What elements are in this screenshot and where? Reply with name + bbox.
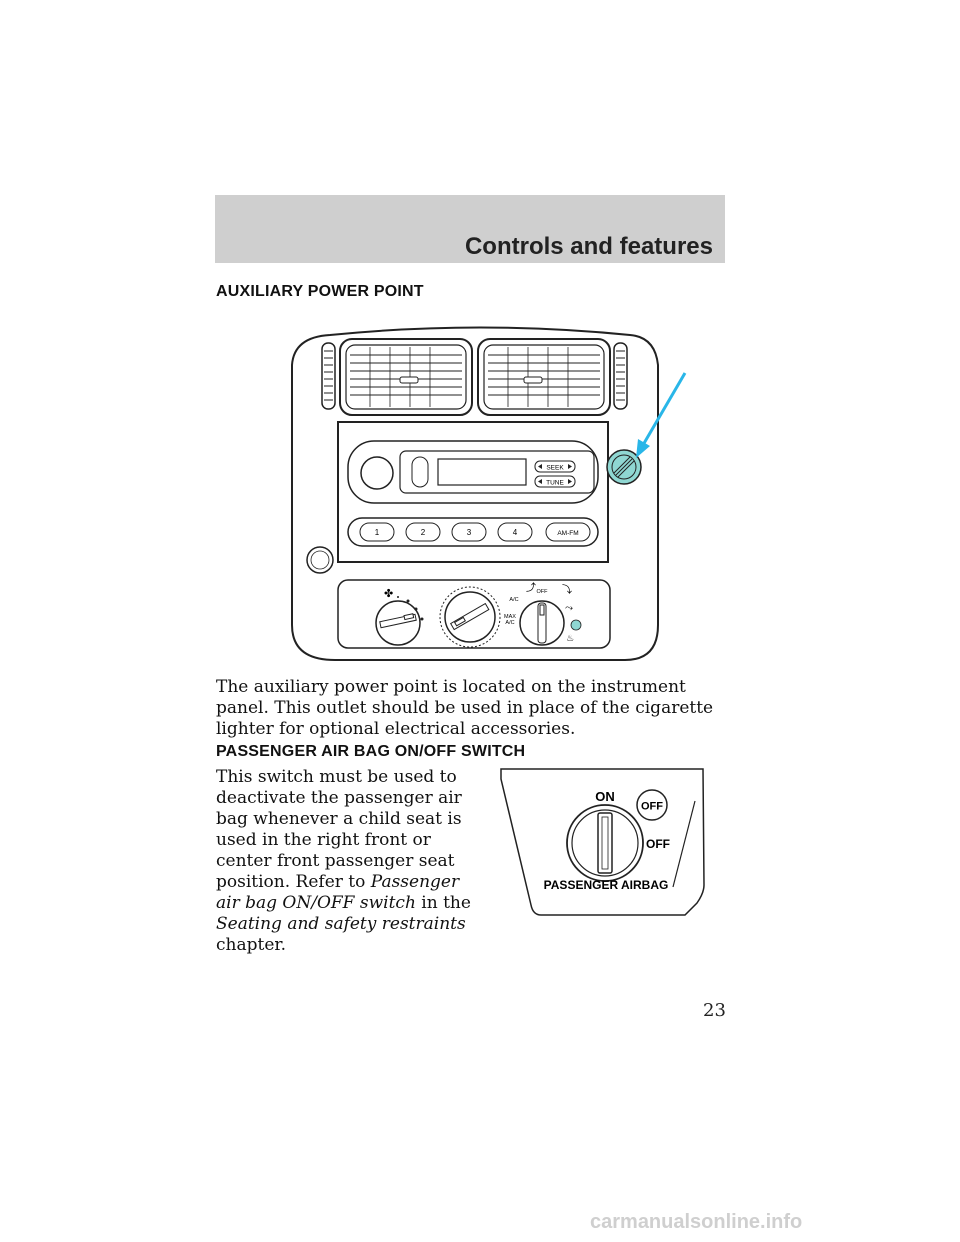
preset-4-label: 4 (513, 528, 518, 537)
preset-3-label: 3 (467, 528, 472, 537)
climate-off-label: OFF (537, 589, 549, 595)
preset-1-label: 1 (375, 528, 380, 537)
airbag-switch-paragraph: This switch must be used to deactivate t… (216, 767, 484, 956)
page-number: 23 (703, 1000, 726, 1021)
floor-vent-icon: ⤵ (562, 584, 572, 596)
temperature-knob (444, 591, 496, 643)
airbag-switch-reference: Passenger air bag ON/OFF switch (216, 872, 460, 913)
aux-power-paragraph: The auxiliary power point is located on … (216, 677, 714, 739)
footer-watermark: carmanualsonline.info (590, 1211, 803, 1233)
volume-knob (360, 456, 394, 490)
aux-power-heading: AUXILIARY POWER POINT (216, 283, 424, 300)
seating-chapter-reference: Seating and safety restraints (216, 914, 466, 934)
chapter-title: Controls and features (464, 233, 713, 260)
airbag-on-label: ON (595, 789, 615, 804)
radio-unit: SEEK TUNE 1 2 3 4 AM-FM (337, 421, 609, 563)
defrost-icon (570, 619, 582, 631)
lighter-icon (306, 546, 334, 574)
chapter-header: Controls and features (215, 195, 725, 263)
right-center-vent (477, 338, 611, 416)
auxiliary-power-point-icon (606, 449, 642, 485)
am-fm-label: AM-FM (557, 530, 578, 537)
preset-2-label: 2 (421, 528, 426, 537)
fan-icon: ✤ (384, 588, 393, 600)
climate-ac-label: A/C (509, 597, 518, 603)
airbag-text-part3: chapter. (216, 935, 287, 955)
climate-max-ac-label: A/C (505, 620, 514, 626)
airbag-switch-knob (566, 804, 644, 882)
airbag-off-indicator-label: OFF (641, 801, 663, 813)
eject-button (411, 456, 429, 488)
airbag-switch-heading: PASSENGER AIR BAG ON/OFF SWITCH (216, 743, 526, 760)
climate-control-panel: ✤ OFF A/C MAX A/C ⤴ ⤵ ⤳ ♨ (337, 579, 611, 649)
climate-max-label: MAX (504, 614, 516, 620)
passenger-airbag-caption: PASSENGER AIRBAG (544, 878, 669, 892)
instrument-panel-illustration: SEEK TUNE 1 2 3 4 AM-FM (291, 326, 687, 661)
right-side-vent (613, 342, 628, 410)
airbag-off-label: OFF (646, 837, 670, 851)
airbag-text-part1: This switch must be used to deactivate t… (216, 767, 462, 892)
airbag-switch-illustration: ON OFF OFF PASSENGER AIRBAG (500, 768, 705, 916)
left-center-vent (339, 338, 473, 416)
fan-speed-knob (375, 600, 421, 646)
defrost-symbol-icon: ♨ (566, 633, 574, 643)
seek-label: SEEK (546, 465, 564, 472)
radio-display (437, 458, 527, 486)
arrow-icon (636, 372, 687, 458)
left-side-vent (321, 342, 336, 410)
vent-icon: ⤴ (526, 581, 536, 594)
floor-defrost-icon: ⤳ (565, 603, 573, 614)
mode-knob (519, 600, 565, 646)
airbag-off-indicator-icon (636, 789, 668, 821)
tune-label: TUNE (546, 480, 564, 487)
airbag-text-part2: in the (415, 893, 471, 913)
